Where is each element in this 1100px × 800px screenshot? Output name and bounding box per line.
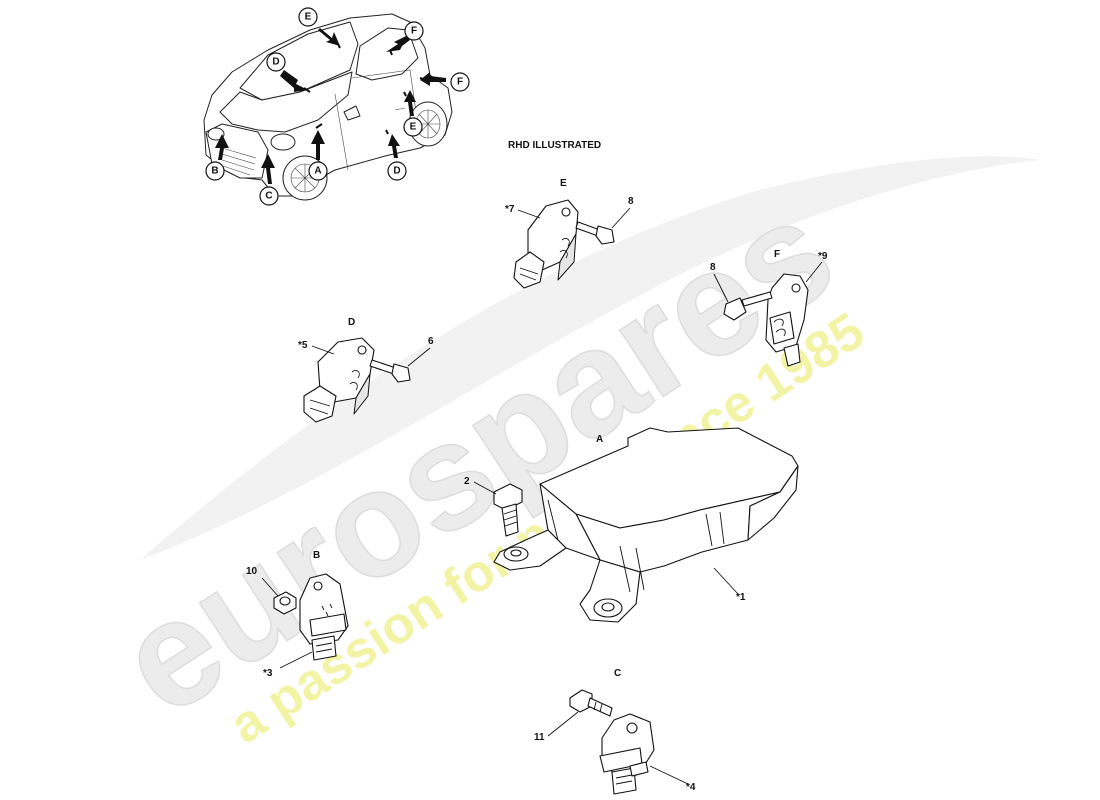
label-part-2: 2 — [464, 476, 470, 487]
bolt-2 — [493, 483, 523, 537]
group-e-label: E — [560, 178, 567, 189]
label-part-8-f: 8 — [710, 262, 716, 273]
car-callout-f-top: F — [404, 21, 424, 41]
svg-text:D: D — [393, 166, 400, 177]
group-f-label: F — [774, 249, 780, 260]
label-part-7: *7 — [505, 204, 515, 215]
svg-text:D: D — [272, 57, 279, 68]
arrow-b — [215, 134, 229, 160]
label-part-8-e: 8 — [628, 196, 634, 207]
svg-text:A: A — [314, 166, 321, 177]
group-e: E *7 8 — [505, 178, 634, 289]
car-headlight-left — [207, 127, 225, 141]
group-b: B 10 *3 — [246, 550, 349, 679]
label-part-1: *1 — [736, 592, 746, 603]
car-callout-b: B — [205, 161, 225, 181]
group-c: C 11 *4 — [534, 668, 696, 795]
car-callout-f-right: F — [450, 72, 470, 92]
svg-text:C: C — [265, 191, 272, 202]
car-grille — [221, 147, 257, 176]
car-overview: E F D F E D A B — [203, 7, 470, 206]
group-c-label: C — [614, 668, 621, 679]
arrow-f-top — [386, 36, 410, 52]
arrow-a — [311, 130, 325, 160]
sensor-4 — [599, 713, 655, 795]
group-d-label: D — [348, 317, 355, 328]
group-a: A 2 *1 — [464, 427, 799, 623]
label-part-9: *9 — [818, 251, 828, 262]
label-part-11: 11 — [534, 732, 545, 743]
car-callout-e-bottom: E — [403, 117, 423, 137]
bolt-6 — [369, 359, 411, 383]
bolt-11 — [569, 689, 613, 717]
watermark-swoosh — [140, 156, 1040, 560]
car-hood — [219, 71, 353, 133]
sensor-7 — [513, 199, 579, 289]
car-arrows — [215, 28, 446, 184]
svg-text:E: E — [410, 122, 417, 133]
nut-10 — [273, 591, 297, 615]
label-part-10: 10 — [246, 566, 258, 577]
car-sensor-marks — [303, 43, 424, 135]
label-part-5: *5 — [298, 340, 308, 351]
bolt-8-f — [723, 291, 773, 321]
car-callout-d-top: D — [266, 52, 286, 72]
car-headlight-right — [270, 133, 296, 151]
label-part-6: 6 — [428, 336, 434, 347]
group-f: F 8 *9 — [710, 249, 828, 367]
airbag-control-module — [493, 427, 799, 623]
label-part-3: *3 — [263, 668, 273, 679]
car-callout-c: C — [259, 186, 279, 206]
svg-text:B: B — [211, 166, 218, 177]
label-part-4: *4 — [686, 782, 696, 793]
car-mirror — [343, 105, 361, 121]
arrow-e-bottom — [404, 90, 416, 116]
rhd-note: RHD ILLUSTRATED — [508, 140, 601, 151]
car-callout-d-bottom: D — [387, 161, 407, 181]
group-b-label: B — [313, 550, 320, 561]
sensor-5 — [303, 337, 375, 423]
sensor-9 — [765, 273, 809, 367]
arrow-f-right — [420, 72, 446, 86]
svg-text:E: E — [305, 12, 312, 23]
group-d: D *5 6 — [298, 317, 434, 423]
sensor-3 — [299, 573, 349, 661]
car-callout-e-top: E — [298, 7, 318, 27]
group-a-label: A — [596, 434, 603, 445]
bolt-8-e — [575, 221, 615, 245]
car-callout-a: A — [308, 161, 328, 181]
arrow-c — [261, 154, 275, 184]
arrow-d-bottom — [388, 134, 400, 158]
svg-text:F: F — [457, 77, 463, 88]
arrow-d-top — [280, 70, 308, 92]
arrow-e-top — [318, 28, 340, 46]
svg-text:F: F — [411, 26, 417, 37]
